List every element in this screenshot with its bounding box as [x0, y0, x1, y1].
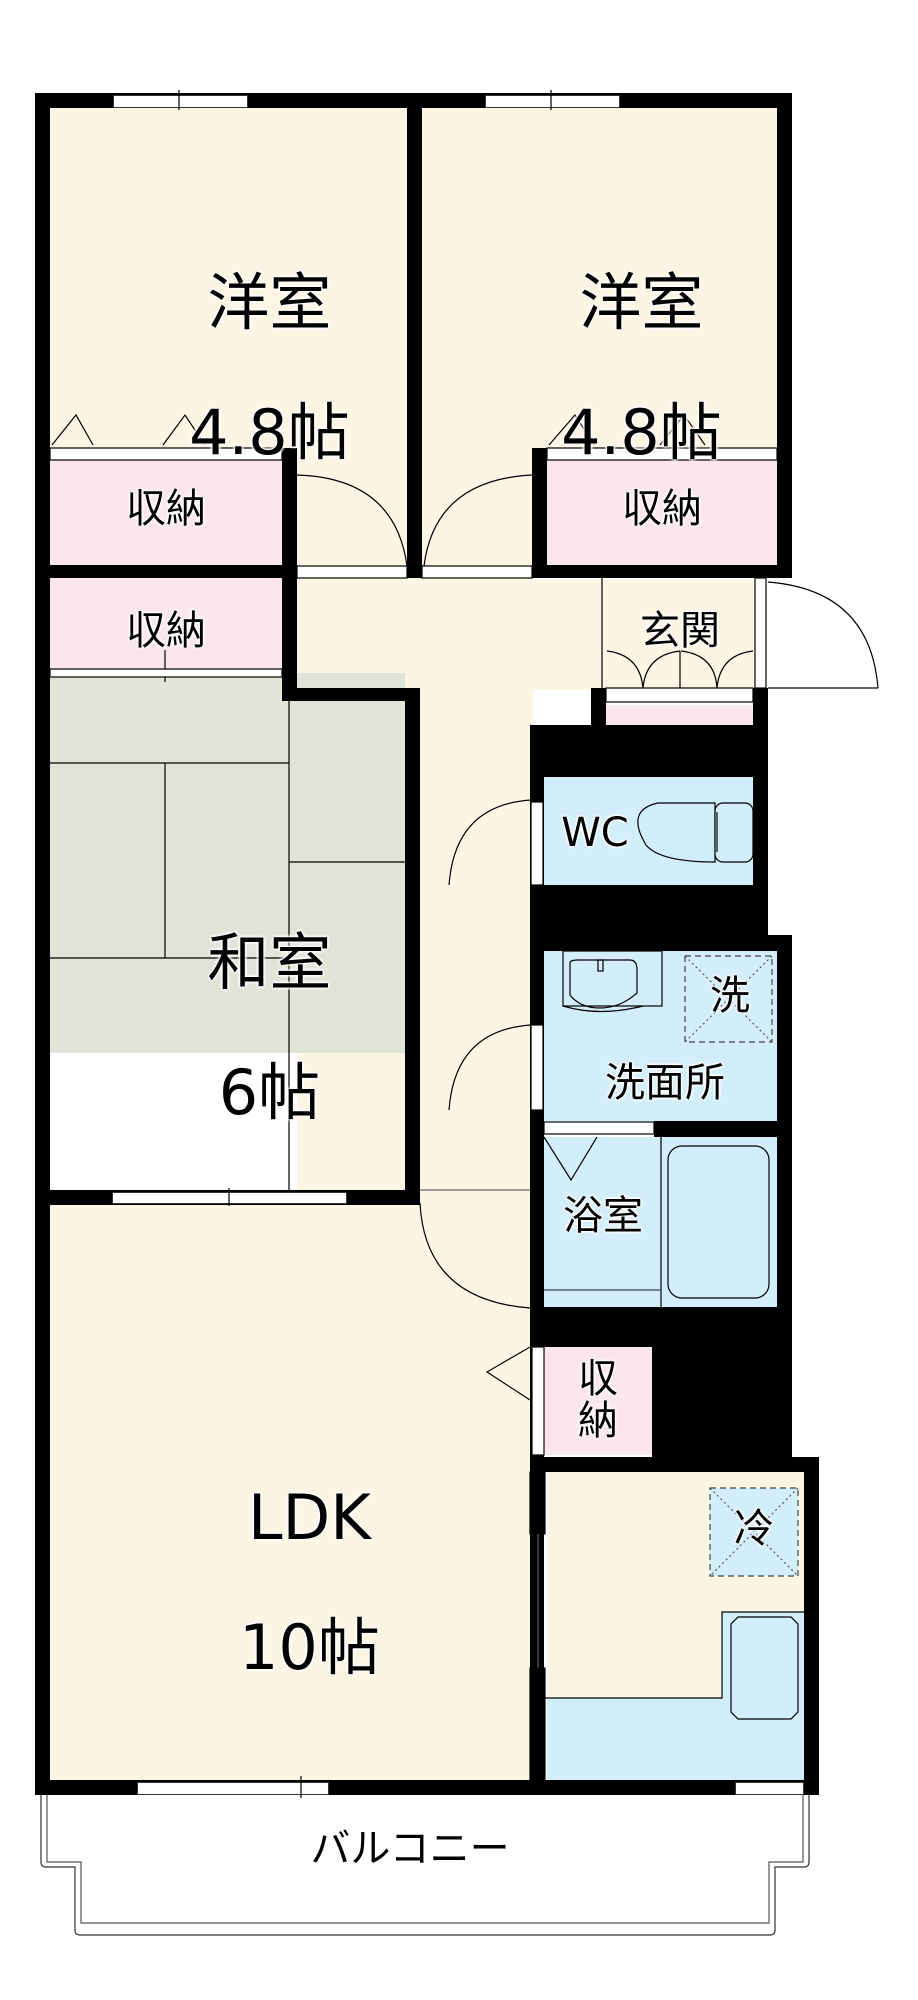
japanese-room-floor: [50, 673, 405, 1053]
storage-western-1-label: 収納: [126, 486, 206, 532]
western-room-2-label: 洋室 4.8帖: [452, 205, 752, 530]
wall-wc-bottom: [530, 885, 768, 935]
washer-label: 洗: [710, 973, 750, 1019]
wall-bath-divider: [654, 1121, 777, 1137]
japanese-room-name: 和室: [207, 926, 332, 1000]
window-kitchen: [735, 1782, 804, 1795]
wc-label: WC: [561, 810, 629, 856]
ldk-label: LDK 10帖: [110, 1420, 430, 1745]
wall-row2-mid-right: [532, 565, 792, 578]
entrance-label: 玄関: [640, 608, 720, 654]
storage-western-2-label: 収納: [622, 486, 702, 532]
japanese-room-label: 和室 6帖: [80, 865, 380, 1190]
japanese-room-size: 6帖: [218, 1056, 321, 1130]
wall-left: [35, 93, 50, 1795]
wall-entrance-right: [753, 688, 768, 908]
western-room-2-size: 4.8帖: [561, 396, 722, 470]
wall-storage2-left: [532, 448, 547, 578]
kitchen-counter: [547, 1698, 804, 1780]
wall-wc-top: [530, 725, 768, 777]
wall-japanese-right: [405, 688, 420, 1203]
wall-right-lower: [804, 1457, 819, 1795]
wall-right-upper: [777, 93, 792, 575]
wall-core-block: [652, 1340, 792, 1460]
wall-row2-mid-left: [35, 565, 297, 578]
bathroom-label: 浴室: [563, 1193, 643, 1239]
ldk-size: 10帖: [238, 1611, 380, 1685]
western-room-1-size: 4.8帖: [189, 396, 350, 470]
storage-western-2-area: [547, 460, 777, 565]
storage-western-1-area: [50, 460, 282, 565]
ldk-name: LDK: [247, 1481, 371, 1555]
western-room-2-name: 洋室: [579, 266, 704, 340]
western-room-1-label: 洋室 4.8帖: [80, 205, 380, 530]
fridge-label: 冷: [734, 1506, 774, 1552]
wall-entrance-block: [591, 688, 606, 728]
western-room-1-name: 洋室: [207, 266, 332, 340]
kitchen-sink-counter: [722, 1612, 804, 1702]
western-room-1-floor: [50, 108, 407, 448]
washroom-label: 洗面所: [605, 1060, 725, 1106]
storage-ldk-area: [544, 1347, 652, 1455]
western-room-2-floor: [422, 108, 777, 448]
wall-divider-western: [407, 108, 422, 578]
wall-japanese-top: [282, 688, 420, 701]
storage-japanese-label: 収納: [126, 608, 206, 654]
storage-ldk-label: 収 納: [578, 1356, 618, 1444]
wall-kitchen-top: [530, 1457, 819, 1472]
storage-japanese-area: [50, 577, 282, 669]
balcony-label: バルコニー: [310, 1826, 510, 1872]
window-ldk-balcony: [137, 1782, 329, 1795]
entrance-shoe-cabinet: [606, 705, 753, 727]
wall-wash-top: [530, 935, 792, 951]
window-western-2: [485, 95, 620, 108]
window-western-1: [113, 95, 248, 108]
